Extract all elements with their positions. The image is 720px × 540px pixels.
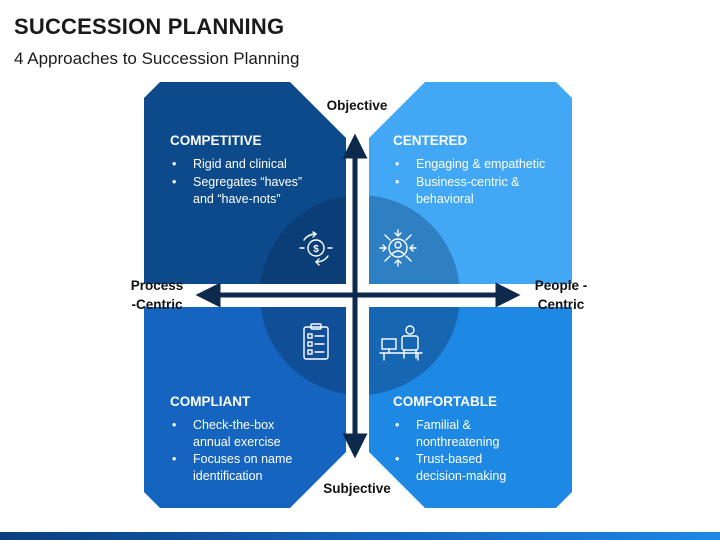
- bullet-marker: •: [172, 418, 176, 432]
- competitive-title: COMPETITIVE: [170, 133, 262, 148]
- axis-label-left-line2: -Centric: [131, 297, 182, 312]
- axis-label-right-line1: People -: [535, 278, 588, 293]
- axis-label-right-line2: Centric: [538, 297, 585, 312]
- bullet-text: Segregates “haves”: [193, 175, 302, 189]
- bullet-marker: •: [172, 175, 176, 189]
- compliant-title: COMPLIANT: [170, 394, 251, 409]
- bullet-text: annual exercise: [193, 435, 281, 449]
- bullet-text: behavioral: [416, 192, 474, 206]
- bullet-text: Check-the-box: [193, 418, 275, 432]
- bullet-marker: •: [395, 452, 399, 466]
- comfortable-bullets: • Familial & nonthreatening • Trust-base…: [395, 418, 506, 483]
- money-exchange-icon: $: [299, 231, 333, 266]
- compliant-bullets: • Check-the-box annual exercise • Focuse…: [172, 418, 292, 483]
- centered-title: CENTERED: [393, 133, 468, 148]
- bullet-marker: •: [395, 418, 399, 432]
- bullet-text: Focuses on name: [193, 452, 292, 466]
- svg-text:$: $: [313, 244, 319, 255]
- bullet-marker: •: [395, 175, 399, 189]
- bullet-text: Familial &: [416, 418, 472, 432]
- comfortable-title: COMFORTABLE: [393, 394, 497, 409]
- page-title: SUCCESSION PLANNING: [14, 14, 285, 39]
- bullet-text: identification: [193, 469, 263, 483]
- bullet-text: Trust-based: [416, 452, 482, 466]
- centered-bullets: • Engaging & empathetic • Business-centr…: [395, 157, 545, 206]
- quadrant-compliant: [144, 307, 346, 508]
- bullet-text: decision-making: [416, 469, 506, 483]
- quadrant-comfortable: [369, 307, 572, 508]
- page-subtitle: 4 Approaches to Succession Planning: [14, 49, 300, 68]
- checklist-icon: [303, 323, 329, 360]
- bullet-text: nonthreatening: [416, 435, 499, 449]
- bullet-marker: •: [172, 452, 176, 466]
- axis-label-bottom: Subjective: [323, 481, 391, 496]
- footer-bar: [0, 532, 720, 540]
- axis-label-left-line1: Process: [131, 278, 184, 293]
- bullet-marker: •: [395, 157, 399, 171]
- focus-person-icon: [379, 229, 417, 267]
- bullet-text: Engaging & empathetic: [416, 157, 545, 171]
- bullet-text: Rigid and clinical: [193, 157, 287, 171]
- meeting-icon: [379, 325, 423, 361]
- bullet-marker: •: [172, 157, 176, 171]
- axis-label-top: Objective: [327, 98, 388, 113]
- quadrant-centered: [369, 82, 572, 284]
- competitive-bullets: • Rigid and clinical • Segregates “haves…: [172, 157, 302, 206]
- bullet-text: Business-centric &: [416, 175, 520, 189]
- bullet-text: and “have-nots”: [193, 192, 281, 206]
